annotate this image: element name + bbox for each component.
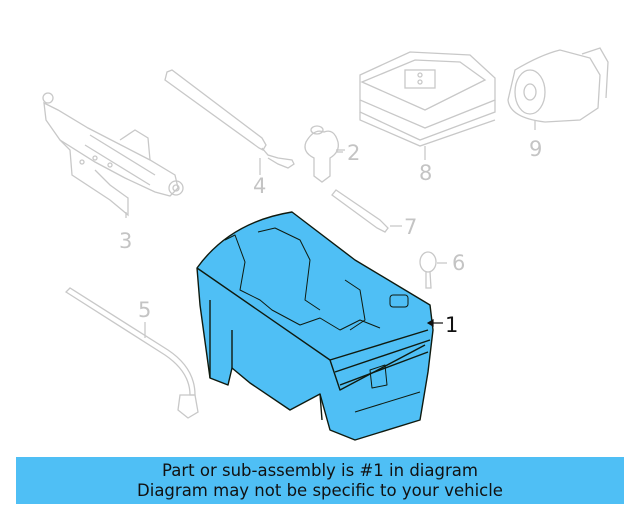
banner-line-2: Diagram may not be specific to your vehi… bbox=[137, 480, 503, 500]
callout-7[interactable]: 7 bbox=[404, 215, 418, 239]
callout-3[interactable]: 3 bbox=[119, 229, 133, 253]
jack-handle-illustration bbox=[164, 69, 295, 175]
callout-leaders bbox=[337, 151, 443, 328]
callout-1[interactable]: 1 bbox=[445, 313, 459, 337]
compressor-illustration bbox=[507, 47, 609, 130]
callout-4[interactable]: 4 bbox=[253, 174, 267, 198]
callout-2[interactable]: 2 bbox=[347, 141, 361, 165]
wing-bolt-illustration bbox=[304, 125, 345, 183]
lug-wrench-illustration bbox=[64, 287, 199, 419]
info-banner: Part or sub-assembly is #1 in diagram Di… bbox=[16, 457, 624, 504]
tool-tray-illustration bbox=[359, 51, 496, 160]
spare-tire-tool-holder-highlighted bbox=[196, 211, 434, 441]
callout-9[interactable]: 9 bbox=[529, 137, 543, 161]
callout-8[interactable]: 8 bbox=[419, 161, 433, 185]
callout-6[interactable]: 6 bbox=[452, 251, 466, 275]
tow-eye-illustration bbox=[419, 251, 447, 289]
screwdriver-illustration bbox=[331, 189, 402, 233]
banner-line-1: Part or sub-assembly is #1 in diagram bbox=[162, 460, 478, 480]
scissor-jack-illustration bbox=[42, 92, 184, 218]
callout-5[interactable]: 5 bbox=[138, 298, 152, 322]
